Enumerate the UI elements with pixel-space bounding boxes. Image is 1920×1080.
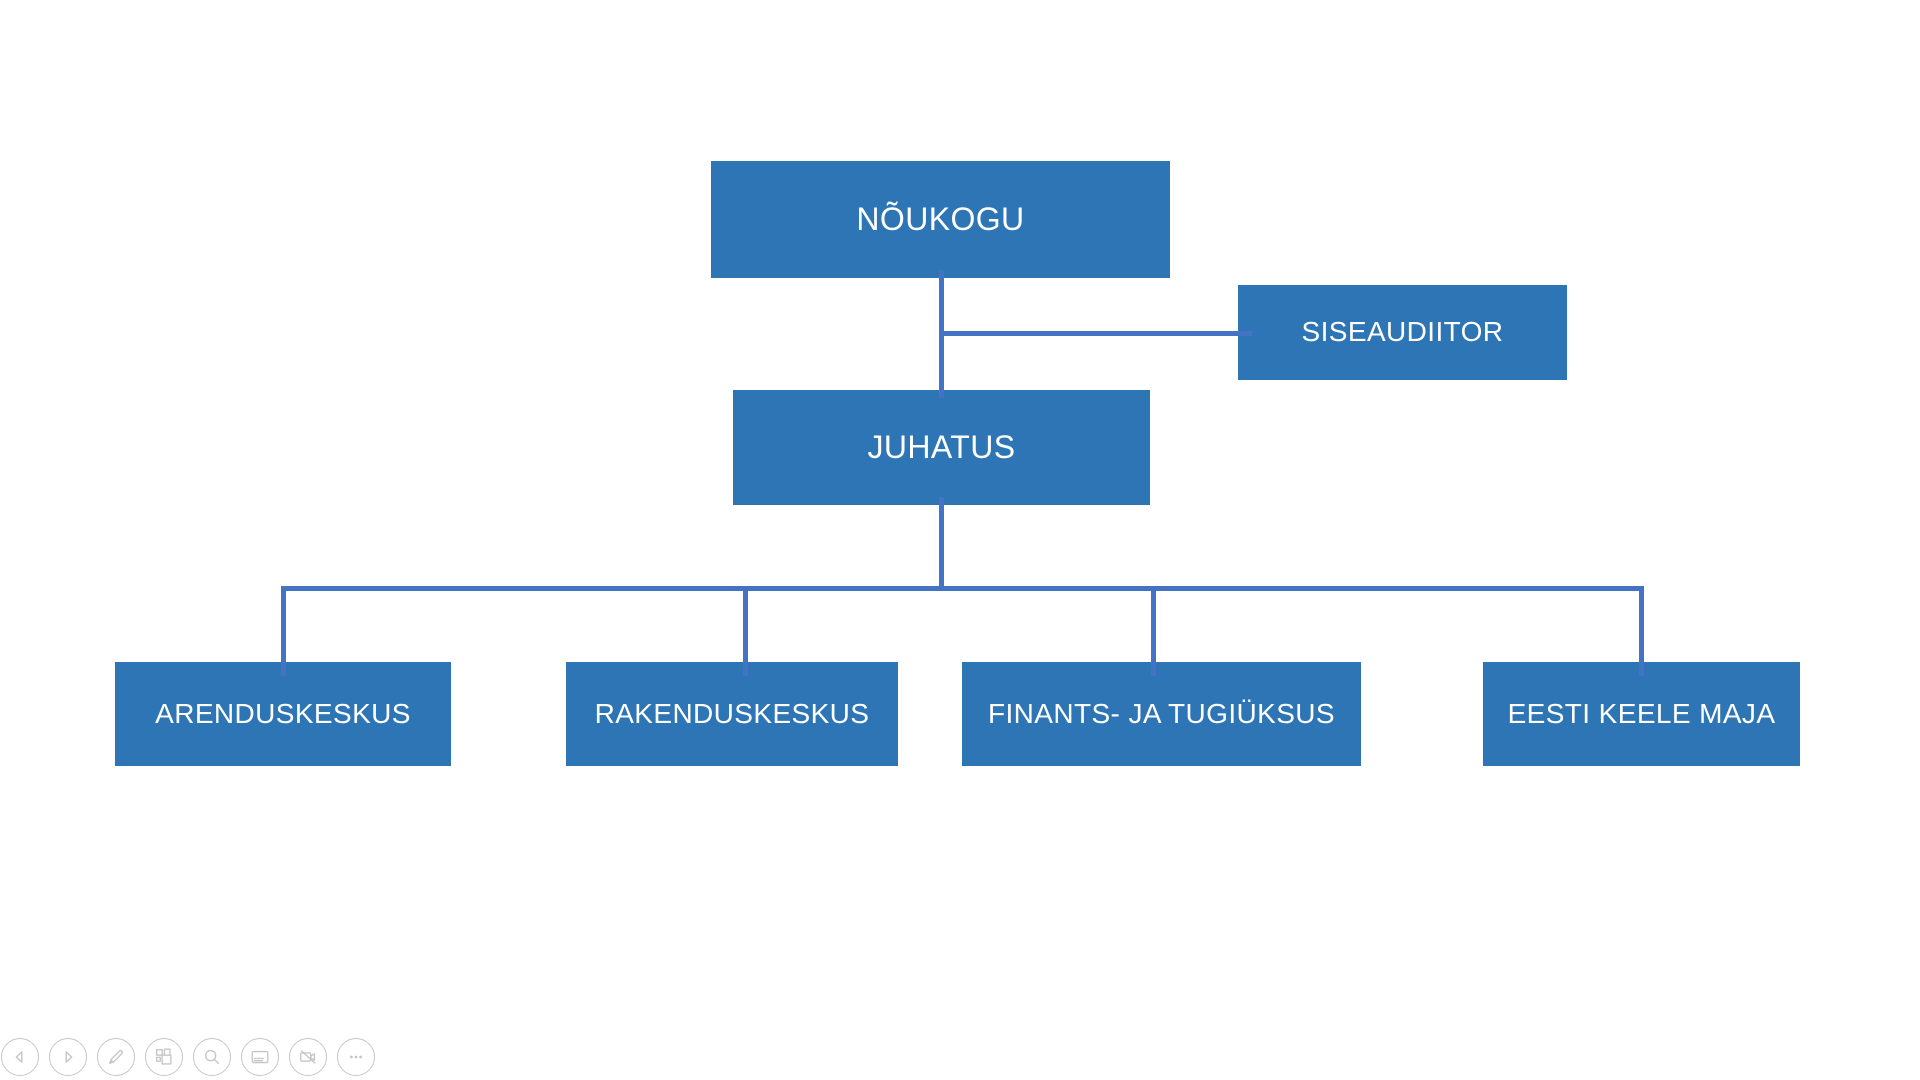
connector-line	[1638, 586, 1644, 676]
next-slide-button[interactable]	[49, 1038, 87, 1076]
org-node-noukogu: NÕUKOGU	[711, 161, 1170, 278]
org-node-arenduskeskus: ARENDUSKESKUS	[115, 662, 451, 766]
previous-slide-button[interactable]	[1, 1038, 39, 1076]
org-node-siseaudiitor: SISEAUDIITOR	[1238, 285, 1567, 380]
org-node-label: FINANTS- JA TUGIÜKSUS	[987, 697, 1336, 729]
org-node-label: RAKENDUSKESKUS	[594, 697, 870, 729]
org-node-label: NÕUKOGU	[856, 200, 1025, 237]
pen-button[interactable]	[97, 1038, 135, 1076]
connector-line	[280, 586, 286, 676]
magnifier-icon	[201, 1046, 223, 1068]
org-node-label: JUHATUS	[867, 428, 1016, 465]
more-options-icon	[345, 1046, 367, 1068]
see-all-slides-button[interactable]	[145, 1038, 183, 1076]
next-slide-icon	[57, 1046, 79, 1068]
pen-icon	[105, 1046, 127, 1068]
org-node-label: EESTI KEELE MAJA	[1507, 697, 1776, 729]
org-node-rakenduskeskus: RAKENDUSKESKUS	[566, 662, 898, 766]
connector-line	[1150, 586, 1156, 676]
captions-icon	[249, 1046, 271, 1068]
connector-line	[281, 585, 1643, 591]
connector-line	[941, 330, 1252, 336]
camera-off-icon	[297, 1046, 319, 1068]
org-node-juhatus: JUHATUS	[733, 390, 1150, 505]
org-node-eesti-keele-maja: EESTI KEELE MAJA	[1483, 662, 1800, 766]
slideshow-toolbar	[1, 1038, 375, 1076]
org-node-label: ARENDUSKESKUS	[155, 697, 411, 729]
org-node-finants-tugiuksus: FINANTS- JA TUGIÜKSUS	[962, 662, 1361, 766]
see-all-slides-icon	[153, 1046, 175, 1068]
more-options-button[interactable]	[337, 1038, 375, 1076]
captions-button[interactable]	[241, 1038, 279, 1076]
previous-slide-icon	[9, 1046, 31, 1068]
camera-off-button[interactable]	[289, 1038, 327, 1076]
connector-line	[742, 586, 748, 676]
magnifier-button[interactable]	[193, 1038, 231, 1076]
org-node-label: SISEAUDIITOR	[1301, 316, 1504, 348]
connector-line	[938, 497, 944, 591]
